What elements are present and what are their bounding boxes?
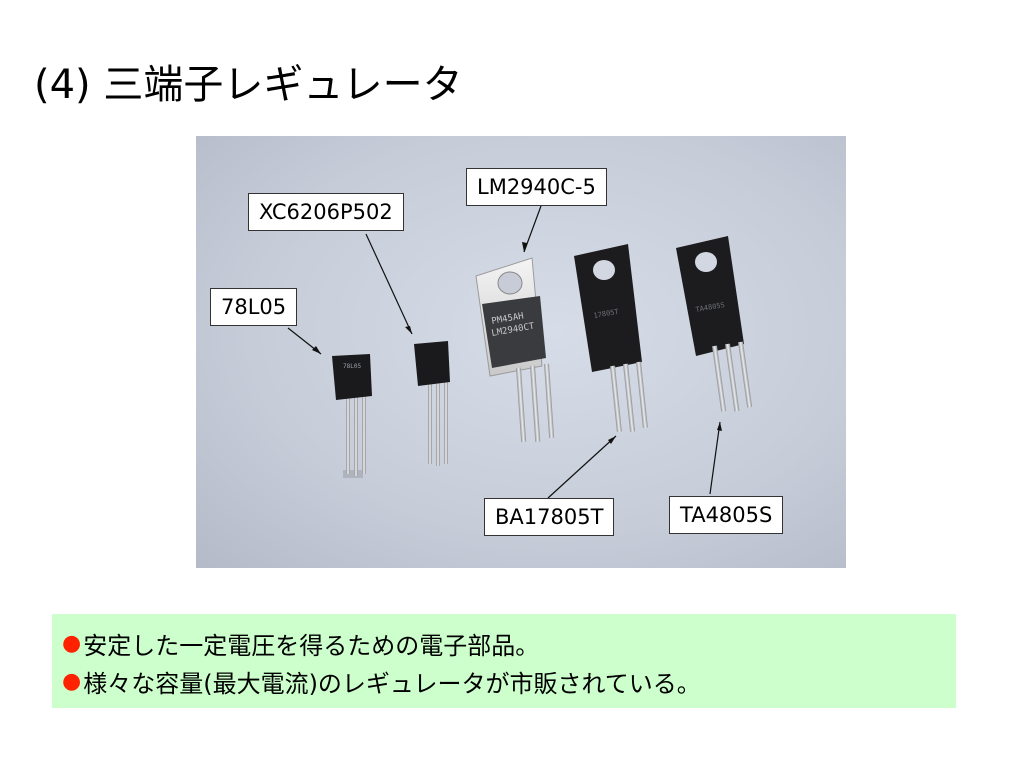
notes-box: ● 安定した一定電圧を得るための電子部品。 ● 様々な容量(最大電流)のレギュレ… xyxy=(52,614,956,708)
note-text: 様々な容量(最大電流)のレギュレータが市販されている。 xyxy=(83,669,701,698)
label-ta4805s: TA4805S xyxy=(669,496,784,535)
slide-title: (4) 三端子レギュレータ xyxy=(34,62,463,108)
pointer-arrowheads xyxy=(312,242,722,444)
label-xc6206p502: XC6206P502 xyxy=(248,193,404,232)
bullet-icon: ● xyxy=(62,630,82,656)
component-xc6206 xyxy=(414,341,450,466)
svg-text:78L05: 78L05 xyxy=(343,363,361,370)
component-lm2940: PM45AH LM2940CT xyxy=(475,257,555,442)
component-78l05: 78L05 xyxy=(332,354,372,478)
label-78l05: 78L05 xyxy=(210,288,298,327)
label-ba17805t: BA17805T xyxy=(484,498,615,537)
regulator-photo-drawing: 78L05 PM45AH LM2940CT 17805T xyxy=(287,205,753,499)
component-ta4805s: TA4805S xyxy=(676,236,753,412)
bullet-icon: ● xyxy=(62,668,82,694)
note-line: ● 安定した一定電圧を得るための電子部品。 xyxy=(62,624,956,662)
regulator-photo: 78L05 PM45AH LM2940CT 17805T xyxy=(196,136,846,568)
note-text: 安定した一定電圧を得るための電子部品。 xyxy=(83,631,540,660)
component-ba17805t: 17805T xyxy=(574,244,648,432)
label-lm2940c-5: LM2940C-5 xyxy=(466,168,607,207)
note-line: ● 様々な容量(最大電流)のレギュレータが市販されている。 xyxy=(62,662,956,700)
